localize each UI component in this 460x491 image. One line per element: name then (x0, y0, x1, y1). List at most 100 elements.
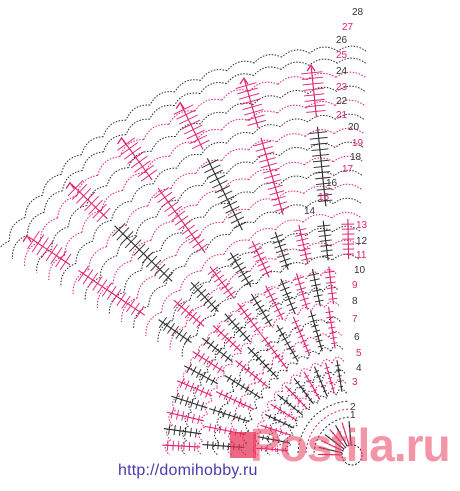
lower-stitch-tick (302, 403, 306, 407)
upper-chain-loop (125, 205, 148, 226)
upper-chain-loop (280, 262, 307, 273)
upper-chain-loop (121, 297, 138, 323)
upper-stitch-peak-tick (173, 104, 194, 115)
row-number-label: 24 (336, 66, 348, 77)
upper-stitch-peak-tick (140, 169, 158, 182)
lower-stitch-tick (292, 354, 299, 359)
upper-chain-loop (161, 289, 181, 313)
lower-stitch-tick (249, 370, 255, 377)
upper-stitch-tick (252, 251, 265, 258)
lower-stitch-tick (203, 356, 210, 365)
outer-edge-loop (60, 154, 82, 175)
lower-stitch (212, 325, 242, 352)
upper-chain-loop (160, 232, 182, 251)
upper-chain-loop (81, 210, 102, 233)
lower-stitch-tick (266, 292, 276, 299)
center-stitch-tick (341, 437, 344, 439)
upper-stitch-peak-tick (240, 98, 261, 105)
upper-stitch-column-tick (316, 188, 332, 191)
lower-stitch-tick (309, 319, 318, 323)
lower-stitch-tick (195, 400, 200, 410)
center-stitch (335, 424, 348, 447)
lower-chain-loop (320, 269, 337, 276)
lower-stitch-tick (216, 347, 223, 356)
upper-stitch-column-tick (111, 289, 122, 303)
lower-stitch-tick (336, 369, 342, 372)
upper-chain-loop (195, 159, 222, 174)
upper-chain-loop (249, 81, 279, 92)
upper-stitch-column-tick (153, 187, 170, 199)
upper-stitch-column-tick (92, 275, 103, 291)
upper-stitch-peak (71, 183, 108, 220)
lower-stitch-tick (178, 425, 182, 436)
upper-chain-loop (303, 214, 332, 223)
lower-stitch-tick (305, 393, 310, 398)
upper-chain-loop (76, 174, 98, 196)
upper-peak-fan (239, 77, 249, 85)
upper-stitch-tick (173, 298, 183, 309)
lower-stitch-tick (245, 367, 251, 374)
row-number-label: 17 (342, 164, 354, 175)
lower-stitch-tick (330, 337, 337, 339)
lower-chain-loop (189, 355, 200, 369)
lower-chain-loop (233, 326, 246, 338)
lower-stitch-tick (314, 299, 324, 303)
upper-stitch-tick (158, 317, 167, 329)
upper-stitch-column-tick (233, 221, 247, 229)
upper-chain-loop (226, 102, 254, 114)
upper-chain-loop (333, 197, 362, 205)
upper-chain-loop (253, 211, 281, 223)
upper-stitch-tick (281, 262, 293, 268)
upper-stitch-tick (193, 285, 203, 295)
upper-chain-loop (108, 291, 125, 316)
upper-chain-loop (227, 161, 254, 174)
lower-chain-loop (336, 388, 347, 396)
lower-chain-loop (220, 402, 229, 417)
outer-edge-loop (309, 46, 339, 54)
upper-chain-loop (253, 182, 281, 194)
upper-chain-loop (62, 170, 83, 191)
lower-stitch-tick (212, 406, 217, 415)
lower-chain-loop (324, 300, 340, 308)
upper-stitch-tick (259, 265, 271, 272)
lower-stitch-tick (298, 399, 302, 404)
upper-chain-loop (226, 132, 254, 144)
upper-chain-loop (221, 89, 250, 101)
lower-stitch-tick (194, 349, 201, 360)
upper-stitch-column-tick (317, 193, 332, 197)
upper-stitch-peak-tick (186, 129, 205, 140)
upper-stitch-column-tick (82, 269, 94, 285)
upper-stitch-peak-tick (75, 187, 92, 204)
lower-chain-loop (200, 413, 208, 428)
upper-chain-loop (106, 167, 129, 186)
upper-chain-loop (96, 283, 114, 309)
center-stitch-tick (338, 439, 340, 441)
center-stitch-tick (336, 428, 339, 431)
upper-stitch-column-tick (230, 216, 245, 224)
upper-chain-loop (280, 61, 310, 70)
upper-stitch-tick (232, 262, 244, 270)
lower-stitch-tick (264, 318, 273, 325)
upper-stitch-column-tick (129, 239, 142, 253)
upper-chain-loop (306, 171, 335, 180)
lower-stitch-tick (212, 441, 214, 450)
upper-chain-loop (81, 151, 104, 171)
lower-stitch (265, 285, 284, 320)
row-number-label: 6 (354, 332, 360, 343)
upper-chain-loop (252, 124, 281, 135)
lower-stitch-tick (240, 363, 247, 371)
upper-stitch-tick (297, 242, 310, 247)
upper-chain-loop (199, 82, 227, 94)
upper-chain-loop (226, 73, 254, 84)
upper-stitch-tick (203, 296, 213, 306)
lower-stitch-tick (273, 404, 277, 410)
upper-stitch-peak-tick (301, 71, 323, 75)
lower-chain-loop (297, 307, 312, 316)
lower-chain-loop (286, 394, 296, 404)
lower-stitch-tick (271, 302, 281, 308)
upper-stitch-tick (250, 247, 263, 254)
upper-chain-loop (103, 134, 127, 152)
upper-stitch-peak-tick (59, 253, 72, 271)
lower-stitch-tick (316, 375, 322, 378)
lower-chain-loop (284, 444, 292, 456)
